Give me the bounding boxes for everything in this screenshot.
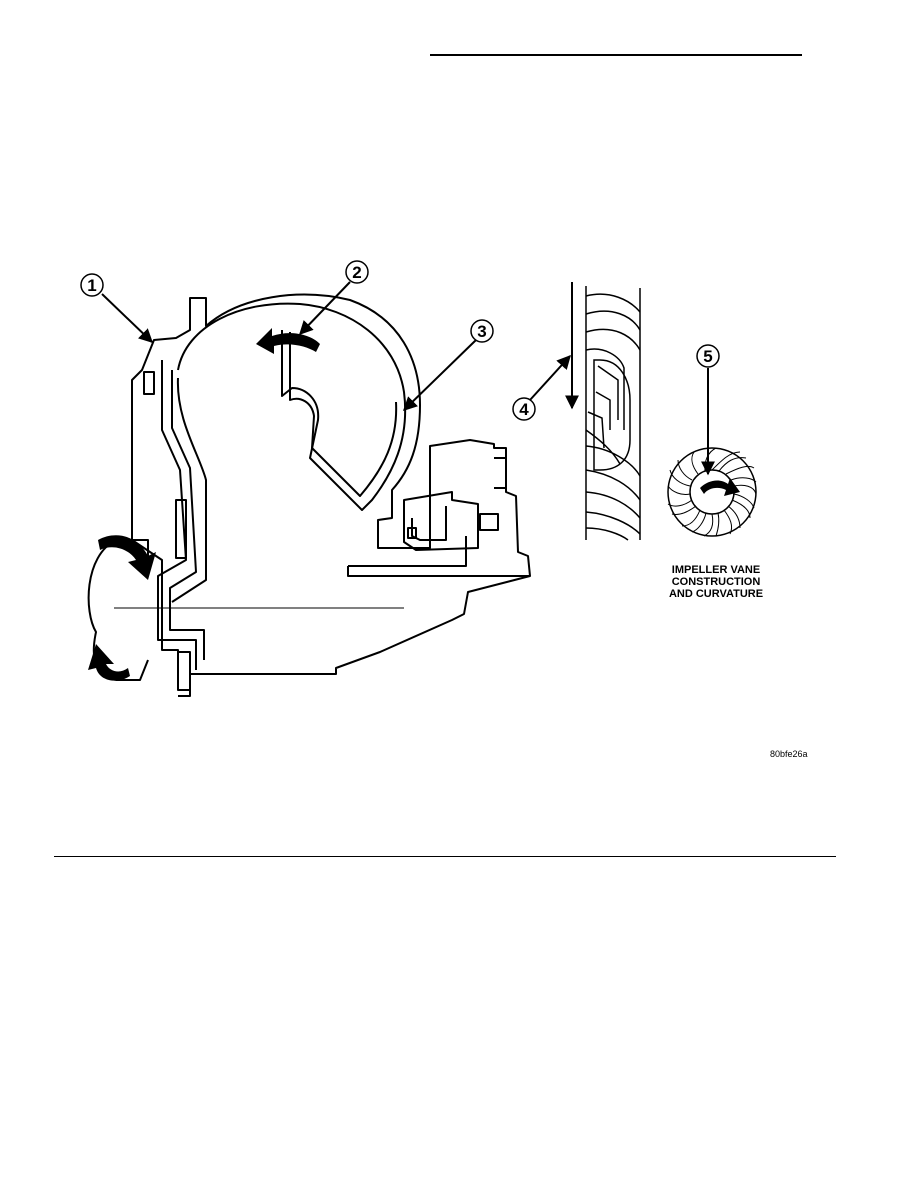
callout-4-label: 4 [519, 400, 529, 419]
callout-2: 2 [345, 260, 369, 284]
seal-lip [407, 527, 417, 539]
impeller-cross-section [87, 293, 531, 697]
callout-4: 4 [512, 397, 536, 421]
shell-band-inner2 [171, 377, 207, 603]
callout-5-label: 5 [703, 347, 712, 366]
housing-outline [131, 293, 531, 691]
impeller-vane-section [565, 282, 641, 541]
pump-drive-lug [494, 457, 507, 489]
shell-band-inner [169, 370, 205, 660]
callout-1: 1 [80, 273, 104, 297]
callout-1-label: 1 [87, 276, 96, 295]
leader-3 [402, 339, 477, 411]
hub-block [175, 499, 187, 559]
rotation-arrow-bottom [88, 644, 130, 681]
torus-inner-wall [289, 332, 398, 497]
fluid-flow-arrow [256, 328, 320, 354]
stud [143, 371, 155, 395]
vane-blades [585, 293, 641, 541]
leader-1 [101, 293, 154, 343]
shell-band-outer [157, 360, 197, 670]
footer-rule [54, 856, 836, 857]
vane-core [593, 359, 631, 471]
caption-line-1: IMPELLER VANE [672, 564, 760, 576]
callout-leaders [101, 281, 715, 476]
seal-detail [411, 506, 447, 541]
figure-code: 80bfe26a [770, 749, 808, 759]
leader-4 [529, 354, 571, 401]
header-rule [430, 54, 802, 56]
bushing [479, 513, 499, 531]
impeller-caption: IMPELLER VANE CONSTRUCTION AND CURVATURE [669, 564, 763, 600]
caption-line-3: AND CURVATURE [669, 588, 763, 600]
callout-3: 3 [470, 319, 494, 343]
caption-line-2: CONSTRUCTION [672, 576, 761, 588]
hub-flange [347, 536, 530, 577]
impeller-end-view [667, 447, 757, 537]
callout-5: 5 [696, 344, 720, 368]
torus-cavity [177, 302, 407, 511]
impeller-outer-ring [667, 447, 757, 537]
callout-3-label: 3 [477, 322, 486, 341]
lower-stud [178, 651, 191, 697]
vane-rotation-arrow [700, 478, 740, 496]
leader-2 [299, 281, 351, 336]
callout-2-label: 2 [352, 263, 361, 282]
seal-body [403, 491, 479, 551]
rotation-arrow-top [98, 535, 156, 580]
flow-arrows [88, 328, 740, 681]
